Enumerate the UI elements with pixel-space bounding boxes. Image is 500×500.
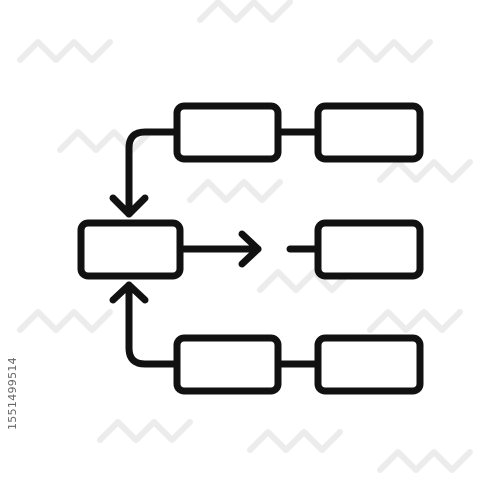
bottom-right-box xyxy=(314,334,424,395)
top-right-box xyxy=(314,102,424,163)
top-left-box xyxy=(173,102,282,163)
source-box xyxy=(77,219,184,280)
stock-id-label: 1551499514 xyxy=(6,357,19,430)
arrow-top-to-source xyxy=(125,128,181,218)
arrow-bottom-to-source xyxy=(125,281,181,368)
middle-right-box xyxy=(314,219,424,280)
arrow-source-to-middle-head xyxy=(238,230,262,268)
arrow-top-to-source-head xyxy=(109,194,149,218)
bottom-left-box xyxy=(173,334,282,395)
arrow-bottom-to-source-head xyxy=(109,281,149,304)
